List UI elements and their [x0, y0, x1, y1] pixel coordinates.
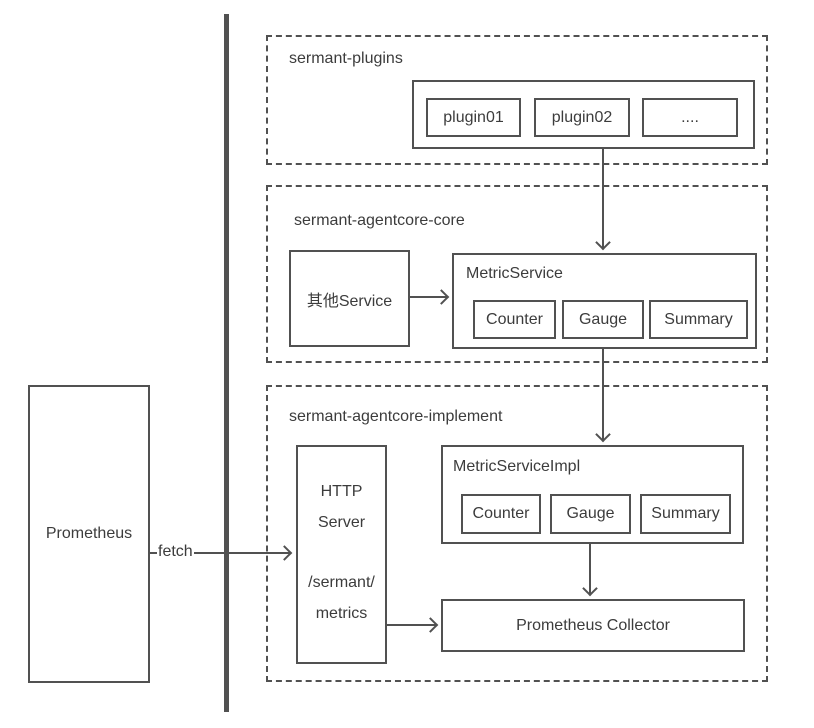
prometheus-label: Prometheus: [45, 525, 133, 542]
group-sermant-plugins: sermant-plugins plugin01 plugin02 ....: [266, 35, 768, 165]
other-service-box: 其他Service: [289, 250, 410, 347]
http-server-line1: HTTP: [320, 483, 363, 500]
arrow-metricservice-to-impl: [602, 347, 604, 441]
plugin-ellipsis-box: ....: [642, 98, 738, 137]
metric-service-counter-box: Counter: [473, 300, 556, 339]
http-server-box: HTTP Server /sermant/ metrics: [296, 445, 387, 664]
metric-service-box: MetricService Counter Gauge Summary: [452, 253, 757, 349]
arrow-prometheus-to-httpserver: [150, 552, 290, 554]
plugin01-box: plugin01: [426, 98, 521, 137]
http-server-endpoint-line2: metrics: [315, 605, 368, 622]
metric-service-gauge-box: Gauge: [562, 300, 644, 339]
metric-service-impl-title: MetricServiceImpl: [453, 458, 581, 475]
group-agentcore-core: sermant-agentcore-core 其他Service MetricS…: [266, 185, 768, 363]
metric-service-title: MetricService: [466, 265, 563, 282]
impl-summary-box: Summary: [640, 494, 731, 534]
group-agentcore-core-title: sermant-agentcore-core: [294, 212, 465, 229]
group-agentcore-implement-title: sermant-agentcore-implement: [289, 408, 503, 425]
http-server-endpoint-line1: /sermant/: [308, 574, 375, 591]
http-server-line2: Server: [317, 514, 366, 531]
arrow-plugins-to-metricservice: [602, 148, 604, 249]
impl-counter-box: Counter: [461, 494, 541, 534]
arrow-otherservice-to-metricservice: [410, 296, 447, 298]
group-agentcore-implement: sermant-agentcore-implement HTTP Server …: [266, 385, 768, 682]
impl-gauge-box: Gauge: [550, 494, 631, 534]
prometheus-collector-box: Prometheus Collector: [441, 599, 745, 652]
arrow-httpserver-to-collector: [385, 624, 436, 626]
arrow-impl-to-collector: [589, 542, 591, 595]
plugins-container-box: plugin01 plugin02 ....: [412, 80, 755, 149]
group-sermant-plugins-title: sermant-plugins: [289, 50, 403, 67]
prometheus-collector-label: Prometheus Collector: [516, 616, 670, 634]
prometheus-box: Prometheus: [28, 385, 150, 683]
other-service-label: 其他Service: [306, 292, 393, 310]
plugin02-box: plugin02: [534, 98, 630, 137]
metric-service-summary-box: Summary: [649, 300, 748, 339]
fetch-label: fetch: [157, 543, 194, 561]
boundary-divider-line: [224, 14, 229, 712]
metric-service-impl-box: MetricServiceImpl Counter Gauge Summary: [441, 445, 744, 544]
